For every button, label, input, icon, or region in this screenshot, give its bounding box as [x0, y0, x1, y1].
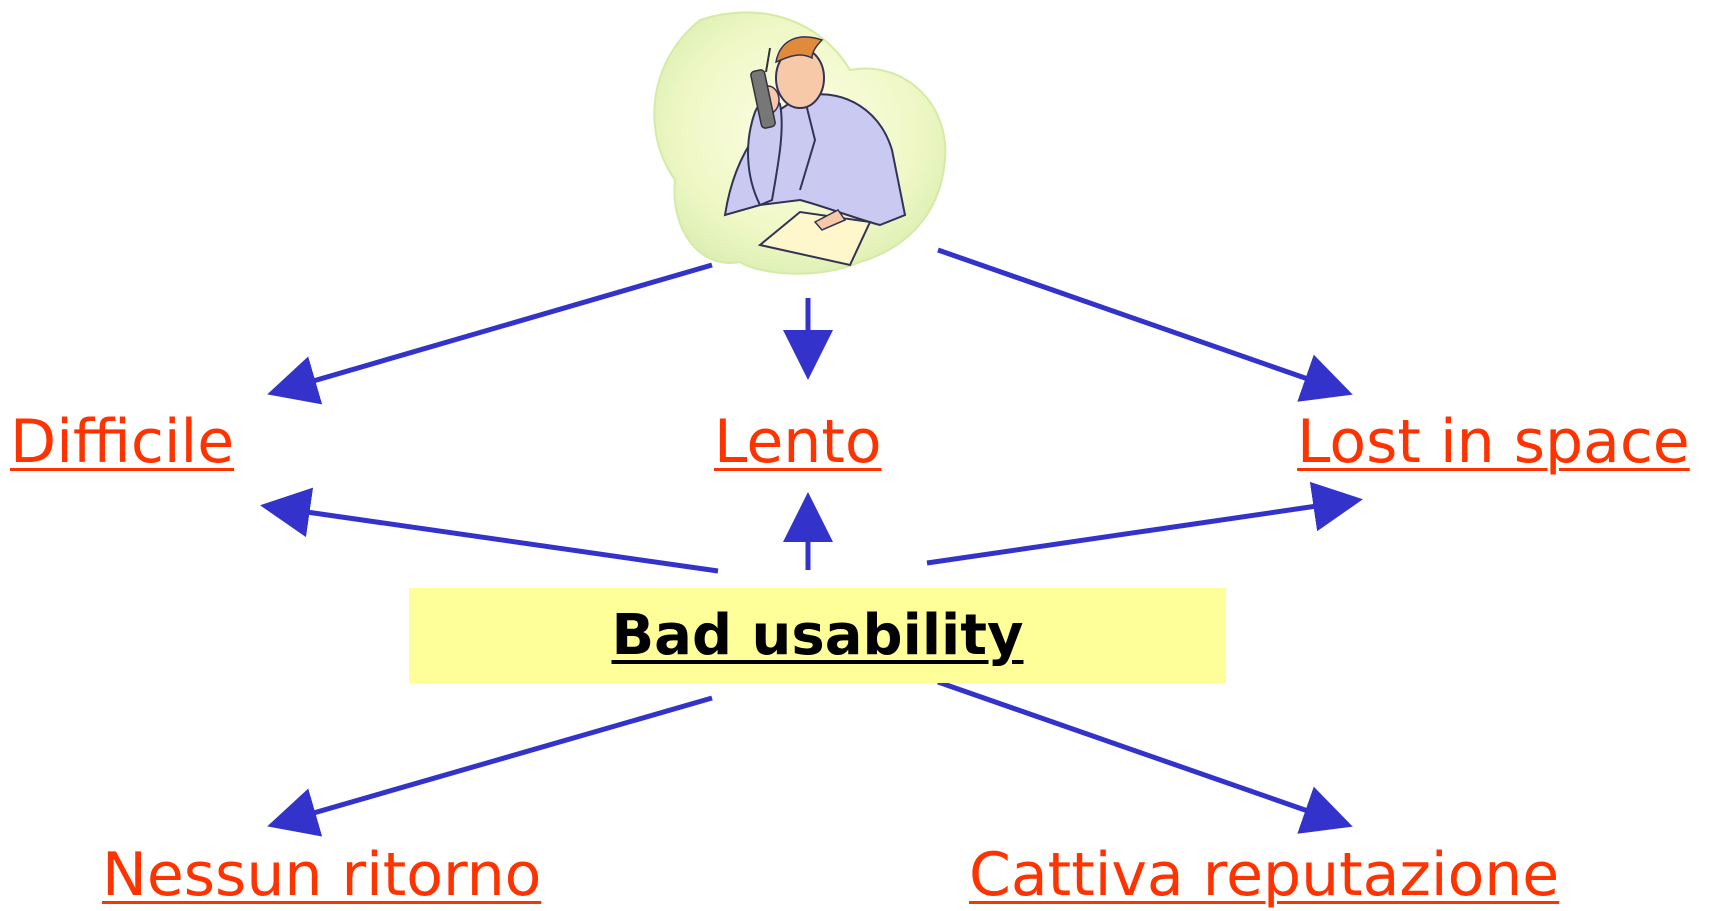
man-on-phone-clipart-icon: [653, 11, 947, 275]
center-box: Bad usability: [409, 588, 1226, 683]
center-label: Bad usability: [611, 603, 1024, 668]
arrow-illustration-to-difficile: [267, 262, 713, 405]
arrow-center-to-lost: [926, 481, 1363, 566]
arrow-center-to-difficile: [260, 487, 719, 574]
arrow-center-to-cattiva: [937, 679, 1353, 834]
arrow-center-to-nessun: [267, 695, 713, 837]
node-lento-link[interactable]: Lento: [714, 407, 882, 477]
illustration-paper: [757, 210, 872, 267]
node-cattiva-reputazione-link[interactable]: Cattiva reputazione: [969, 840, 1560, 910]
arrow-illustration-to-lost: [937, 247, 1353, 402]
node-lost-in-space-link[interactable]: Lost in space: [1297, 407, 1690, 477]
illustration-hair: [775, 36, 824, 64]
node-difficile-link[interactable]: Difficile: [10, 407, 235, 477]
node-nessun-ritorno-link[interactable]: Nessun ritorno: [102, 840, 542, 910]
illustration-phone: [750, 69, 776, 129]
